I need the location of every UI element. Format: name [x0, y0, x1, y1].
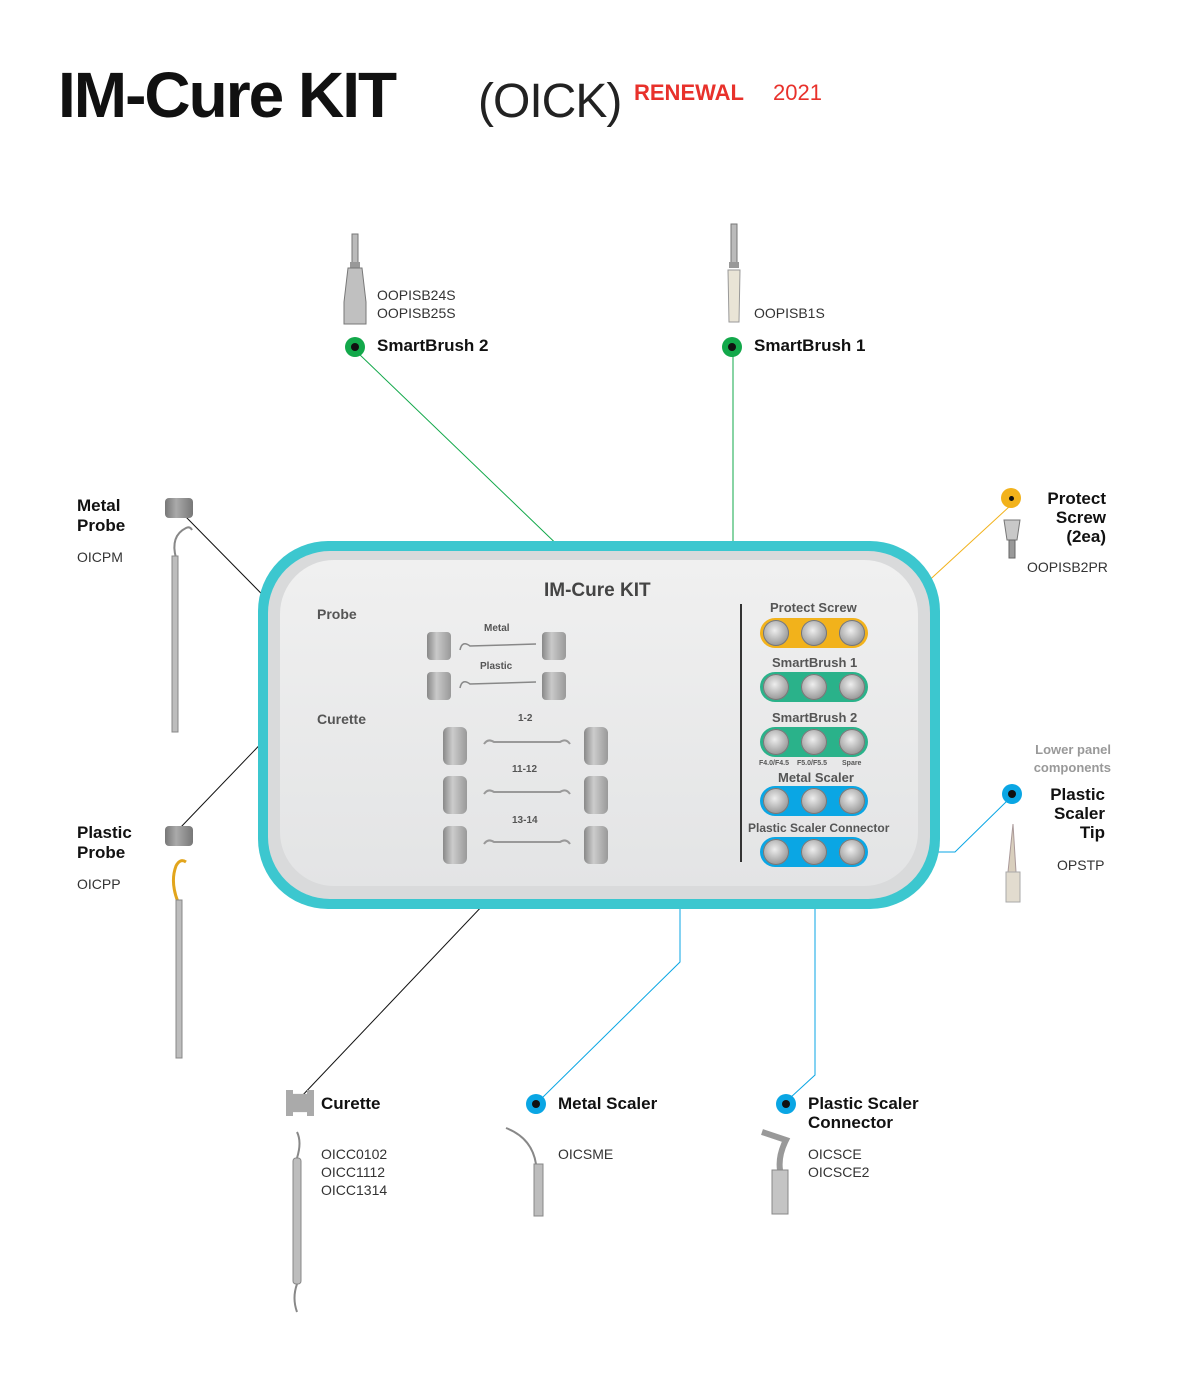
lower-panel-note-1: Lower panel	[1035, 742, 1111, 757]
slot	[763, 674, 789, 700]
sb2-sublabel-3: Spare	[842, 760, 862, 767]
blue-dot-icon	[526, 1094, 546, 1114]
metal-probe-label-1: Metal	[77, 496, 121, 515]
tray-curette-label: Curette	[317, 711, 367, 727]
green-dot-icon	[722, 337, 742, 357]
tray-curette-row-3: 13-14	[512, 815, 538, 826]
renewal-year: 2021	[773, 80, 822, 105]
page-title: IM-Cure KIT	[58, 59, 397, 131]
tray-smartbrush1-label: SmartBrush 1	[772, 655, 858, 670]
slot	[763, 729, 789, 755]
curette-code-1: OICC0102	[321, 1146, 388, 1162]
curette-image	[292, 1131, 302, 1313]
curette-code-3: OICC1314	[321, 1182, 388, 1198]
probe-holder	[427, 632, 451, 660]
protect-screw-label-1: Protect	[1047, 489, 1106, 508]
plastic-scaler-connector-label-2: Connector	[808, 1113, 893, 1132]
curette-holder	[584, 826, 608, 864]
plastic-probe-image	[171, 859, 187, 1059]
curette-holder	[584, 776, 608, 814]
plastic-scaler-tip-image	[1005, 823, 1021, 903]
plastic-scaler-connector-line	[789, 861, 819, 1099]
protect-screw-image	[1003, 519, 1021, 559]
smartbrush1-label: SmartBrush 1	[754, 336, 866, 355]
slot	[801, 729, 827, 755]
metal-probe-image	[171, 526, 193, 733]
smartbrush2-code-1: OOPISB24S	[377, 287, 456, 303]
probe-holder	[542, 672, 566, 700]
plastic-probe-label-1: Plastic	[77, 823, 132, 842]
kit-code: (OICK)	[478, 75, 622, 128]
curette-holder	[584, 727, 608, 765]
plastic-scaler-tip-label-3: Tip	[1079, 823, 1105, 842]
plastic-scaler-connector-image	[761, 1129, 791, 1215]
metal-scaler-label: Metal Scaler	[558, 1094, 658, 1113]
yellow-dot-icon	[1001, 488, 1021, 508]
protect-screw-code: OOPISB2PR	[1027, 559, 1108, 575]
tray-metal-label: Metal	[484, 623, 510, 634]
curette-holder	[443, 727, 467, 765]
tray-curette-row-1: 1-2	[518, 713, 533, 724]
protect-screw-label-3: (2ea)	[1066, 527, 1106, 546]
plastic-scaler-connector-label-1: Plastic Scaler	[808, 1094, 919, 1113]
tray-metal-scaler-label: Metal Scaler	[778, 770, 854, 785]
slot	[839, 839, 865, 865]
slot	[763, 788, 789, 814]
tray-protect-screw-label: Protect Screw	[770, 600, 857, 615]
smartbrush2-label: SmartBrush 2	[377, 336, 489, 355]
plastic-probe-label-2: Probe	[77, 843, 126, 862]
plastic-scaler-connector-code-1: OICSCE	[808, 1146, 862, 1162]
metal-probe-label-2: Probe	[77, 516, 126, 535]
plastic-probe-code: OICPP	[77, 876, 121, 892]
slot	[801, 788, 827, 814]
curette-code-2: OICC1112	[321, 1164, 386, 1180]
sb2-sublabel-1: F4.0/F4.5	[759, 760, 789, 767]
slot	[801, 620, 827, 646]
blue-dot-icon	[776, 1094, 796, 1114]
slot	[839, 788, 865, 814]
slot	[839, 620, 865, 646]
green-dot-icon	[345, 337, 365, 357]
slot	[763, 839, 789, 865]
smartbrush2-code-2: OOPISB25S	[377, 305, 456, 321]
smartbrush1-image	[727, 223, 741, 323]
plastic-scaler-connector-code-2: OICSCE2	[808, 1164, 870, 1180]
tray-title: IM-Cure KIT	[544, 580, 651, 601]
plastic-scaler-tip-label-2: Scaler	[1053, 804, 1105, 823]
plastic-scaler-tip-code: OPSTP	[1057, 857, 1105, 873]
probe-holder	[542, 632, 566, 660]
tray-curette-instruments	[483, 739, 571, 845]
slot	[839, 729, 865, 755]
metal-probe-code: OICPM	[77, 549, 123, 565]
sb2-sublabel-2: F5.0/F5.5	[797, 760, 827, 767]
tray-plastic-label: Plastic	[480, 661, 513, 672]
probe-holder	[427, 672, 451, 700]
slot	[763, 620, 789, 646]
metal-scaler-image	[505, 1127, 544, 1217]
slot	[839, 674, 865, 700]
smartbrush1-code: OOPISB1S	[754, 305, 825, 321]
curette-label: Curette	[321, 1094, 381, 1113]
protect-screw-label-2: Screw	[1055, 508, 1106, 527]
curette-holder	[443, 776, 467, 814]
slot	[801, 839, 827, 865]
tray-divider	[740, 604, 742, 862]
tray-probe-label: Probe	[317, 606, 357, 622]
tray-curette-row-2: 11-12	[512, 764, 538, 775]
plastic-scaler-tip-label-1: Plastic	[1050, 785, 1105, 804]
renewal-label: RENEWAL	[634, 80, 744, 105]
lower-panel-note-2: components	[1033, 760, 1111, 775]
metal-scaler-code: OICSME	[558, 1146, 614, 1162]
slot	[801, 674, 827, 700]
tray-probe-instruments	[459, 643, 537, 689]
tray-plastic-scaler-connector-label: Plastic Scaler Connector	[748, 821, 890, 835]
blue-dot-icon	[1002, 784, 1022, 804]
holder-icon	[165, 826, 193, 846]
tray-smartbrush2-label: SmartBrush 2	[772, 710, 858, 725]
holder-icon	[286, 1090, 314, 1116]
curette-holder	[443, 826, 467, 864]
smartbrush2-image	[343, 233, 367, 325]
holder-icon	[165, 498, 193, 518]
